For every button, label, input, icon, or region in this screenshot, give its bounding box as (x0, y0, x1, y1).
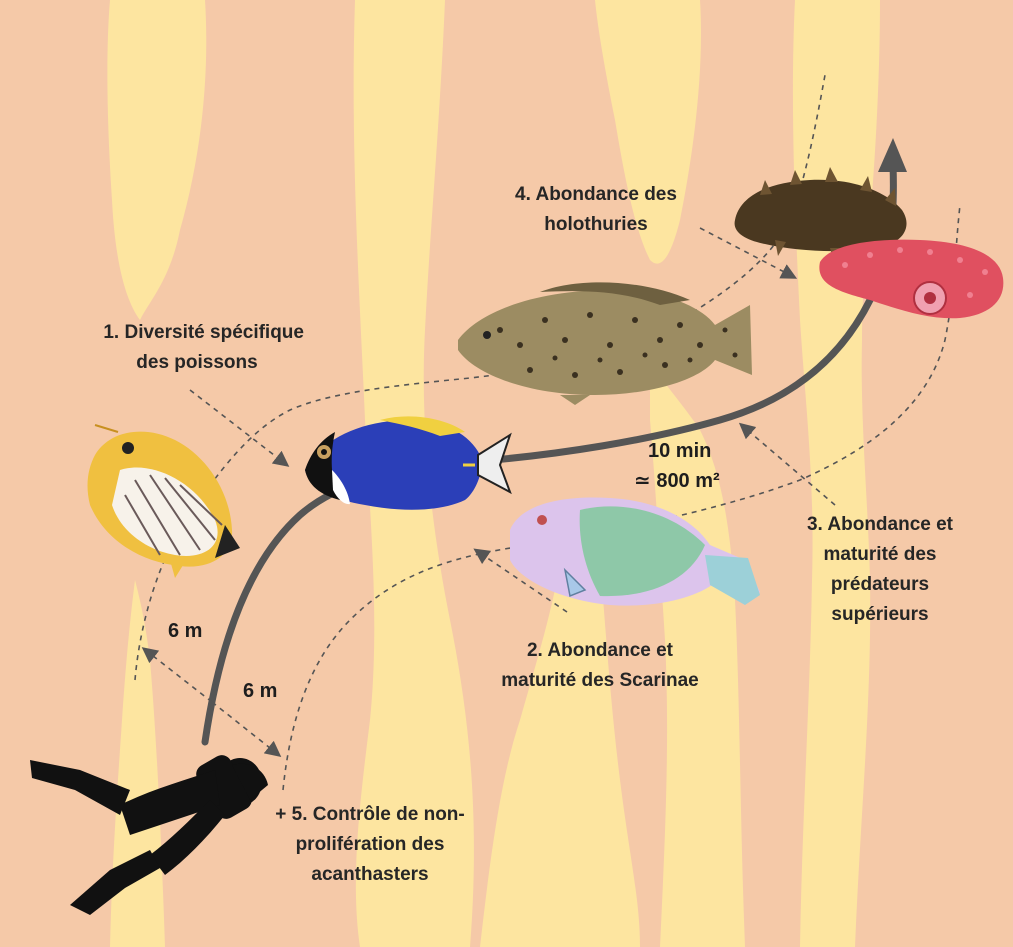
duration-label: 10 min (648, 440, 711, 463)
label-scarinae-line-1: 2. Abondance et (495, 636, 705, 666)
label-acanthasters-line-3: acanthasters (250, 860, 490, 890)
area-label: ≃ 800 m² (634, 468, 720, 493)
width-right-label: 6 m (243, 680, 277, 703)
label-holothuries-line-1: 4. Abondance des (490, 180, 702, 210)
label-diversity-line-2: des poissons (60, 348, 304, 378)
label-acanthasters-line-2: prolifération des (250, 830, 490, 860)
label-predators: 3. Abondance et maturité des prédateurs … (780, 510, 980, 630)
label-diversity: 1. Diversité spécifique des poissons (60, 318, 304, 378)
label-scarinae-line-2: maturité des Scarinae (495, 666, 705, 696)
label-diversity-line-1: 1. Diversité spécifique (60, 318, 304, 348)
label-predators-line-4: supérieurs (780, 600, 980, 630)
label-predators-line-1: 3. Abondance et (780, 510, 980, 540)
label-predators-line-3: prédateurs (780, 570, 980, 600)
width-left-label: 6 m (168, 620, 202, 643)
label-acanthasters: + 5. Contrôle de non- prolifération des … (250, 800, 490, 890)
label-scarinae: 2. Abondance et maturité des Scarinae (495, 636, 705, 696)
label-holothuries: 4. Abondance des holothuries (490, 180, 702, 240)
label-holothuries-line-2: holothuries (490, 210, 702, 240)
label-predators-line-2: maturité des (780, 540, 980, 570)
label-acanthasters-line-1: + 5. Contrôle de non- (250, 800, 490, 830)
